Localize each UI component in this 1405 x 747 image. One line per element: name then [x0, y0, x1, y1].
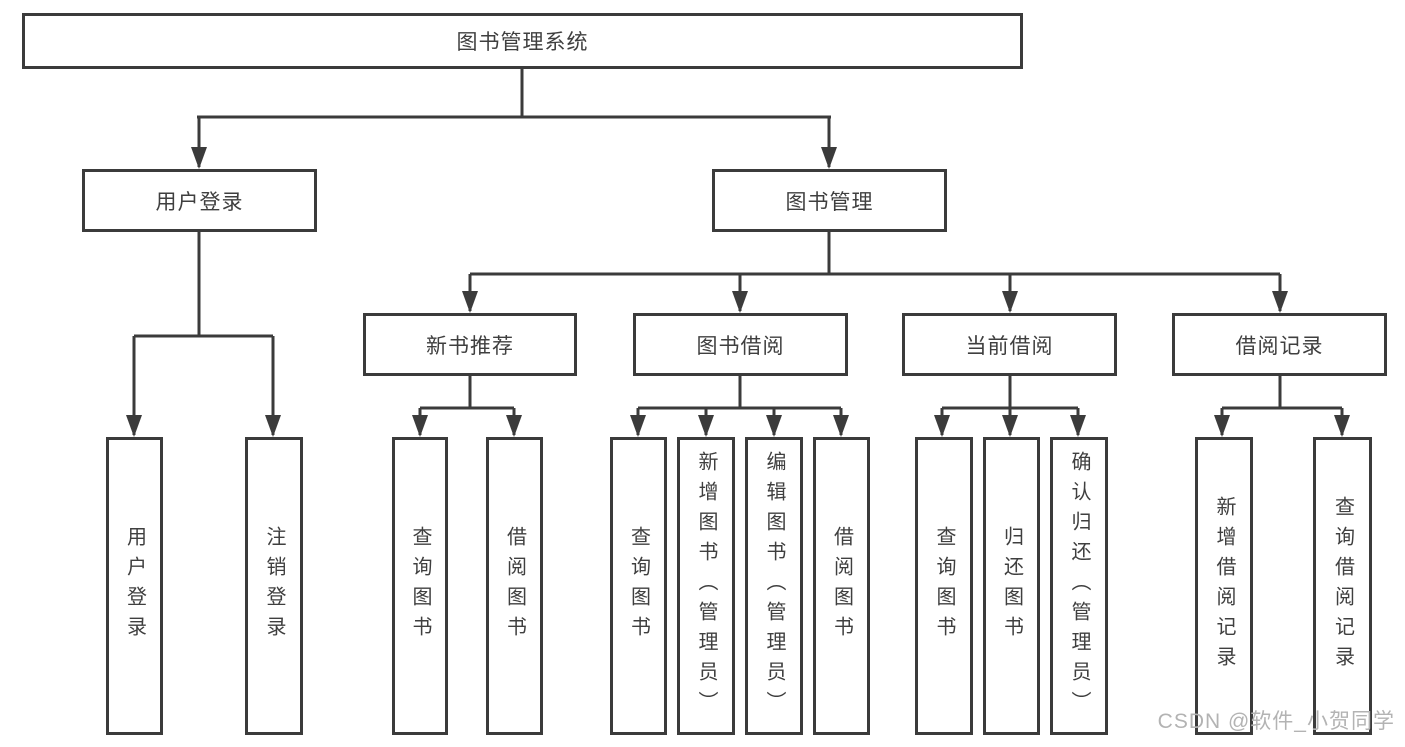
node-book-borrow-label: 图书借阅 [696, 334, 785, 358]
leaf-query-books-borrow-label: 查询图书 [627, 526, 650, 646]
node-borrow-records-label: 借阅记录 [1235, 334, 1324, 358]
connector-borrow-records-split [1214, 375, 1350, 437]
leaf-return-book-label: 归还图书 [1000, 526, 1023, 646]
csdn-watermark: CSDN @软件_小贺同学 [1157, 710, 1395, 733]
leaf-edit-book-admin-label: 编辑图书（管理员） [763, 451, 785, 721]
leaf-confirm-return-admin: 确认归还（管理员） [1050, 437, 1108, 735]
leaf-user-login: 用户登录 [106, 437, 163, 735]
leaf-query-books-current-label: 查询图书 [933, 526, 955, 646]
leaf-query-borrow-record-label: 查询借阅记录 [1331, 496, 1354, 676]
leaf-logout: 注销登录 [245, 437, 303, 735]
node-borrow-records: 借阅记录 [1172, 313, 1387, 376]
connector-new-book-split [412, 376, 522, 437]
leaf-borrow-books-recommend: 借阅图书 [486, 437, 543, 735]
leaf-edit-book-admin: 编辑图书（管理员） [745, 437, 803, 735]
node-current-borrow-label: 当前借阅 [965, 334, 1054, 358]
leaf-query-books-borrow: 查询图书 [610, 437, 667, 735]
node-root-label: 图书管理系统 [456, 31, 589, 54]
leaf-add-book-admin-label: 新增图书（管理员） [695, 451, 717, 721]
node-new-book-recommend: 新书推荐 [363, 313, 577, 376]
node-user-login: 用户登录 [82, 169, 317, 232]
leaf-query-books-recommend-label: 查询图书 [409, 526, 431, 646]
leaf-borrow-books: 借阅图书 [813, 437, 870, 735]
leaf-query-borrow-record: 查询借阅记录 [1313, 437, 1372, 735]
connector-book-borrow-split [630, 376, 849, 437]
connector-current-borrow-split [934, 376, 1086, 437]
node-book-borrow: 图书借阅 [633, 313, 848, 376]
node-current-borrow: 当前借阅 [902, 313, 1117, 376]
leaf-borrow-books-recommend-label: 借阅图书 [503, 526, 526, 646]
leaf-logout-label: 注销登录 [263, 526, 285, 646]
leaf-query-books-current: 查询图书 [915, 437, 973, 735]
node-book-management: 图书管理 [712, 169, 947, 232]
node-book-management-label: 图书管理 [785, 190, 874, 214]
leaf-confirm-return-admin-label: 确认归还（管理员） [1068, 451, 1090, 721]
leaf-add-borrow-record: 新增借阅记录 [1195, 437, 1253, 735]
leaf-return-book: 归还图书 [983, 437, 1040, 735]
node-new-book-recommend-label: 新书推荐 [426, 334, 514, 358]
leaf-user-login-label: 用户登录 [123, 526, 146, 646]
leaf-add-borrow-record-label: 新增借阅记录 [1213, 496, 1235, 676]
leaf-add-book-admin: 新增图书（管理员） [677, 437, 735, 735]
leaf-query-books-recommend: 查询图书 [392, 437, 448, 735]
leaf-borrow-books-label: 借阅图书 [830, 526, 853, 646]
connector-root-to-level2 [191, 68, 837, 169]
node-root: 图书管理系统 [22, 13, 1023, 69]
node-user-login-label: 用户登录 [155, 190, 244, 214]
connector-user-login-split [126, 231, 281, 437]
connector-book-management-split [462, 232, 1288, 313]
